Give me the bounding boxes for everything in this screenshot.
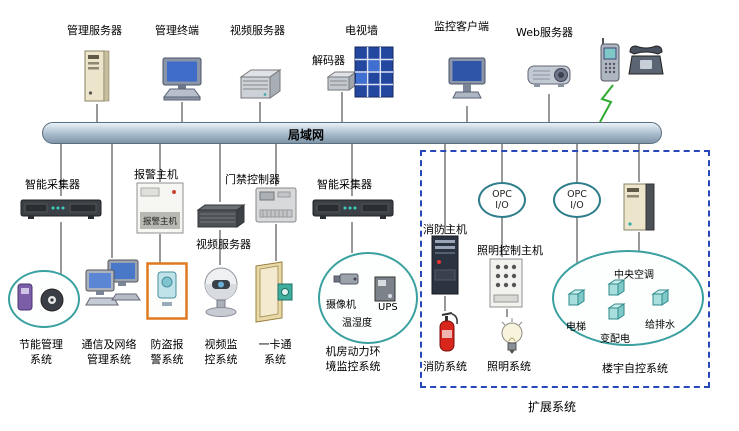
management-terminal-icon (158, 56, 206, 102)
alarm-host-icon: 报警主机 (136, 182, 184, 234)
machine-room-ellipse (318, 252, 418, 344)
lan-bus-label: 局域网 (288, 128, 325, 142)
label-power: 变配电 (600, 334, 630, 345)
label-fire-system: 消防系统 (423, 360, 467, 373)
wireless-signal-icon (599, 84, 614, 123)
label-ups: UPS (378, 302, 398, 313)
dome-camera-icon (198, 264, 244, 320)
smart-collector-left-icon (20, 196, 102, 222)
door-access-icon (252, 260, 296, 324)
label-extension-system-title: 扩展系统 (528, 400, 577, 414)
label-management-terminal: 管理终端 (155, 24, 199, 37)
label-smart-collector-left: 智能采集器 (25, 178, 80, 191)
label-humidity: 温湿度 (342, 318, 372, 329)
label-building-system: 楼宇自控系统 (602, 362, 668, 375)
power-cube-icon (606, 302, 626, 322)
network-computers-icon (84, 258, 142, 314)
management-server-icon (82, 48, 112, 104)
label-energy-system: 节能管理 系统 (19, 338, 63, 366)
camera-icon (332, 270, 360, 288)
label-monitoring-client: 监控客户端 (434, 20, 489, 33)
extension-server-icon (622, 182, 656, 232)
label-tv-wall: 电视墙 (345, 24, 378, 37)
video-server-2-icon (196, 202, 246, 230)
elevator-cube-icon (566, 288, 586, 308)
label-cctv-system: 视频监 控系统 (204, 338, 238, 366)
label-network-system: 通信及网络 管理系统 (81, 338, 137, 366)
lighting-host-icon (488, 257, 524, 309)
monitoring-client-icon (446, 54, 488, 106)
hvac-cube-icon (606, 278, 626, 298)
label-burglar-system: 防盗报 警系统 (150, 338, 184, 366)
extension-system-box (420, 150, 710, 388)
label-video-server-2: 视频服务器 (196, 238, 251, 251)
label-lighting-host: 照明控制主机 (477, 244, 543, 257)
ups-icon (374, 276, 396, 302)
label-decoder: 解码器 (312, 54, 345, 67)
smart-collector-right-icon (312, 196, 394, 222)
fire-extinguisher-icon (434, 310, 462, 356)
tv-wall-icon (354, 46, 394, 98)
label-machine-room-system: 机房动力环 境监控系统 (325, 345, 381, 373)
web-server-icon (526, 60, 572, 94)
water-cube-icon (650, 288, 670, 308)
fire-host-icon (430, 234, 460, 296)
light-bulb-icon (498, 316, 526, 358)
telephone-icon (626, 42, 666, 80)
label-alarm-host: 报警主机 (134, 168, 178, 181)
label-smart-collector-right: 智能采集器 (317, 178, 372, 191)
mobile-phone-icon (598, 36, 622, 84)
label-hvac: 中央空调 (614, 270, 654, 281)
label-onecard-system: 一卡通 系统 (258, 338, 292, 366)
lan-bus (42, 122, 662, 144)
alarm-host-panel-label: 报警主机 (143, 216, 178, 227)
label-camera: 摄像机 (326, 300, 356, 311)
label-management-server: 管理服务器 (67, 24, 122, 37)
opc-io-ellipse-2: OPC I/O (553, 182, 601, 218)
label-video-server: 视频服务器 (230, 24, 285, 37)
video-server-icon (238, 66, 282, 102)
label-elevator: 电梯 (566, 322, 586, 333)
label-fire-host: 消防主机 (423, 223, 467, 236)
label-water: 给排水 (645, 320, 675, 331)
energy-device-icon (10, 272, 80, 326)
label-lighting-system: 照明系统 (487, 360, 531, 373)
label-door-controller: 门禁控制器 (225, 173, 280, 186)
opc-io-ellipse-1: OPC I/O (478, 182, 526, 218)
burglar-alarm-icon (146, 262, 188, 320)
access-controller-icon (254, 186, 298, 224)
label-web-server: Web服务器 (516, 26, 573, 39)
